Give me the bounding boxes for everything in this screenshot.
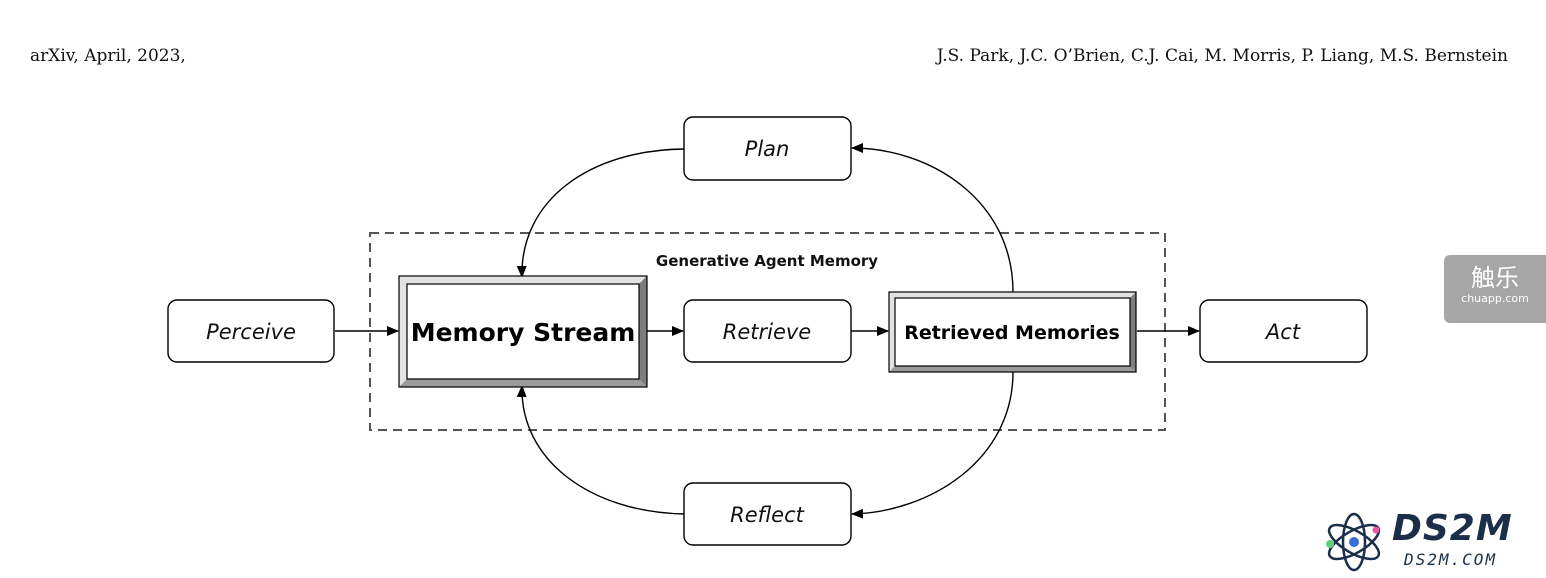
perceive-label: Perceive xyxy=(206,320,296,344)
perceive-node xyxy=(167,299,335,363)
plan-label: Plan xyxy=(745,137,790,161)
reflect-node xyxy=(683,482,852,546)
chuapp-url: chuapp.com xyxy=(1461,292,1529,305)
paper-venue: arXiv, April, 2023, xyxy=(30,46,186,66)
retrieved-memories-node xyxy=(888,291,1137,373)
connectors xyxy=(335,143,1200,519)
atom-logo-icon xyxy=(1326,512,1381,572)
retrieved-memories-label: Retrieved Memories xyxy=(904,322,1120,344)
arrow-retrieved-memories-to-plan xyxy=(851,143,1014,293)
ds2m-watermark: DS2M DS2M.COM xyxy=(1322,508,1537,576)
arrow-reflect-to-memory-stream xyxy=(516,385,685,515)
chuapp-watermark: 触乐 chuapp.com xyxy=(1444,255,1546,323)
act-node xyxy=(1199,299,1368,363)
arrow-retrieved-memories-to-reflect xyxy=(851,371,1014,519)
memory-stream-node xyxy=(398,275,648,388)
plan-node xyxy=(683,116,852,181)
paper-authors: J.S. Park, J.C. O’Brien, C.J. Cai, M. Mo… xyxy=(936,46,1508,66)
ds2m-url: DS2M.COM xyxy=(1404,550,1498,569)
retrieve-label: Retrieve xyxy=(723,320,811,344)
reflect-label: Reflect xyxy=(730,503,805,527)
group-label: Generative Agent Memory xyxy=(656,252,878,270)
ds2m-logo-text: DS2M xyxy=(1392,508,1513,549)
chuapp-logo-text: 触乐 xyxy=(1471,264,1519,292)
retrieve-node xyxy=(683,299,852,363)
memory-stream-label: Memory Stream xyxy=(411,318,636,347)
act-label: Act xyxy=(1264,320,1301,344)
arrow-plan-to-memory-stream xyxy=(516,148,685,278)
